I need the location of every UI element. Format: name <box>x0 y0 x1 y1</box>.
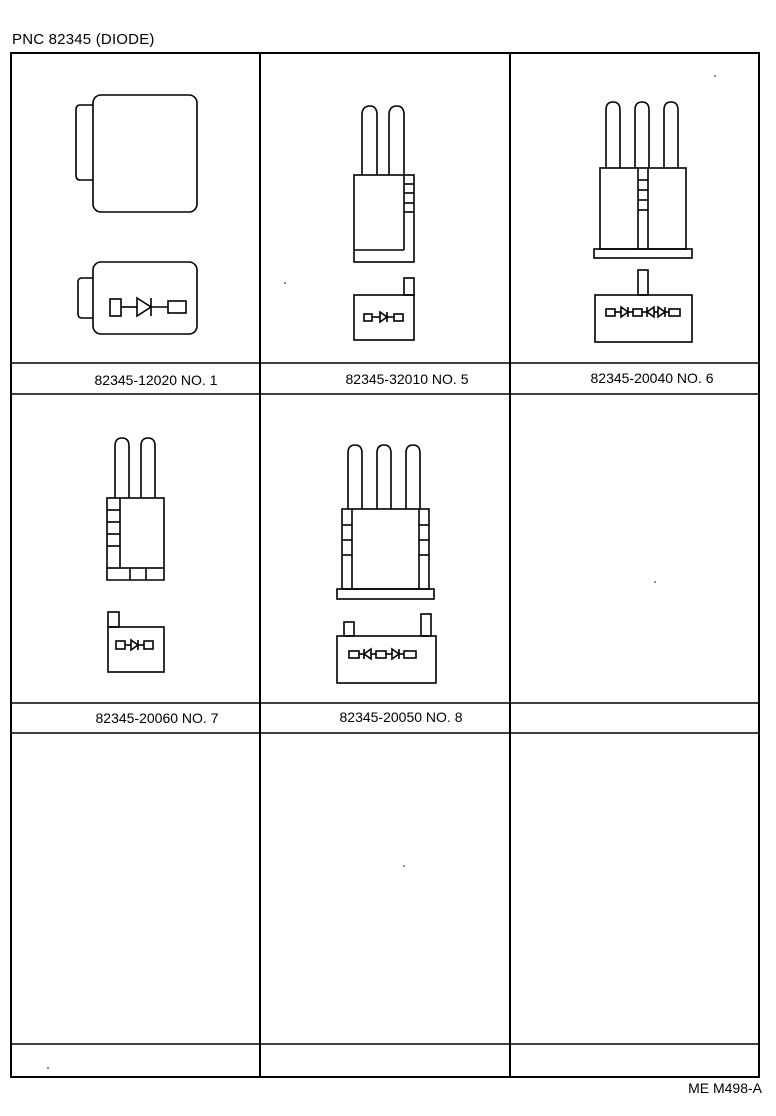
diode-no5-drawing <box>284 105 415 341</box>
part-label-no6: 82345-20040 NO. 6 <box>591 370 714 386</box>
part-label-no1: 82345-12020 NO. 1 <box>95 372 218 388</box>
diode-no8-drawing <box>336 444 437 684</box>
diode-no6-drawing <box>593 75 716 343</box>
part-label-no5: 82345-32010 NO. 5 <box>346 371 469 387</box>
diode-no1-drawing <box>75 94 198 335</box>
page-title: PNC 82345 (DIODE) <box>12 31 155 48</box>
drawing-reference: ME M498-A <box>688 1080 762 1096</box>
part-label-no7: 82345-20060 NO. 7 <box>96 710 219 726</box>
grid-lines <box>10 52 760 1078</box>
diode-no7-drawing <box>106 437 165 673</box>
part-label-no8: 82345-20050 NO. 8 <box>340 709 463 725</box>
